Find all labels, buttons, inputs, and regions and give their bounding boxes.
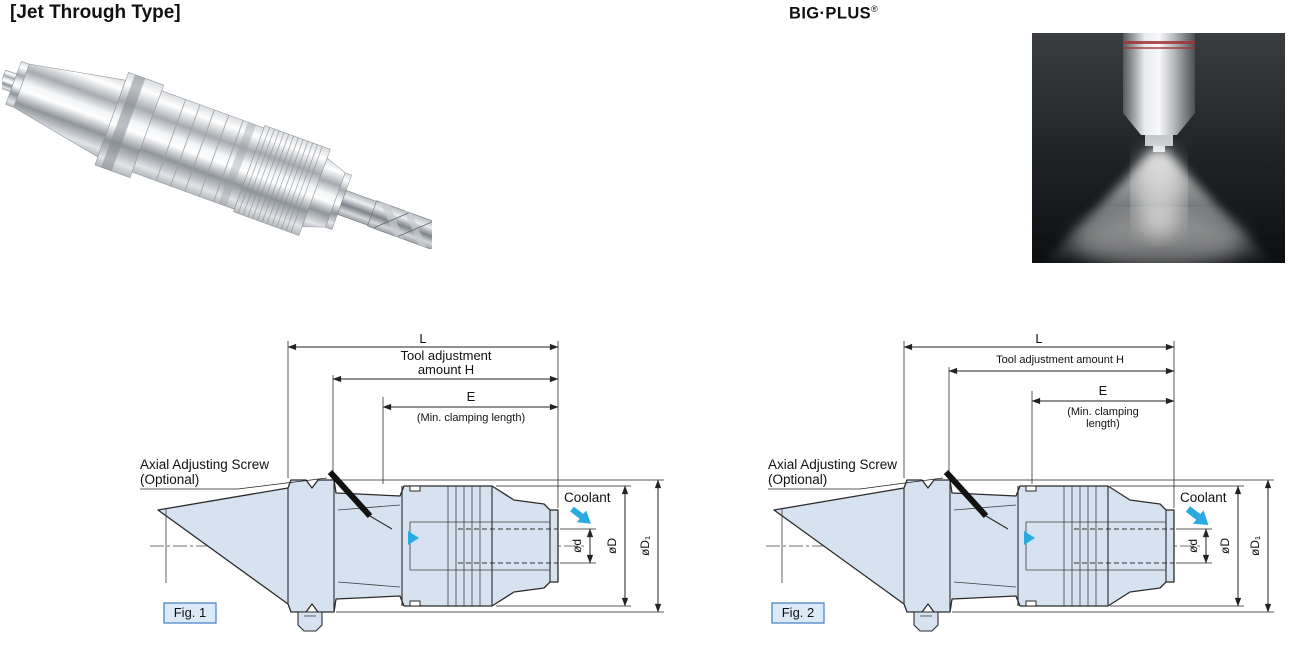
label-dia-D1: øD₁ [638,536,652,556]
label-tool-adjustment-1: Tool adjustment [400,348,491,363]
nut-knurling [237,127,323,233]
label-coolant: Coolant [1180,490,1227,505]
fig1-caption: Fig. 1 [174,605,207,620]
fig1-caption-box [163,602,217,624]
brand-text: BIG·PLUS [789,4,872,23]
label-E: E [467,389,476,404]
fig2-dimension-lines [903,343,1272,613]
fig2-caption: Fig. 2 [782,605,815,620]
label-dia-d: ød [1186,539,1200,553]
label-tool-adjustment-2: amount H [418,362,474,377]
spray-photo-image [1032,33,1285,263]
coolant-spray-photo [1032,33,1285,263]
label-axial-screw-2: (Optional) [768,472,827,487]
holder-photo [2,28,432,285]
spindle [1123,33,1195,152]
brand-logo: BIG·PLUS® [789,4,878,24]
label-coolant: Coolant [564,490,611,505]
fig1-dimension-lines [287,343,662,613]
coolant-arrow [1185,506,1209,526]
label-dia-D: øD [605,538,619,554]
coolant-arrow [570,506,591,524]
label-min-clamping: (Min. clamping length) [417,412,525,424]
fig2-diagram: L Tool adjustment amount H E (Min. clamp… [760,331,1274,637]
axial-screw-leader [140,477,328,490]
label-min-clamping-1: (Min. clamping [1067,406,1139,418]
label-dia-d: ød [570,539,584,553]
registered-mark: ® [871,4,879,14]
body-ring-grooves [155,99,244,202]
label-tool-adjustment: Tool adjustment amount H [996,354,1124,366]
fig1-diagram: L Tool adjustment amount H E (Min. clamp… [140,331,664,637]
label-dia-D: øD [1218,538,1232,554]
milling-chuck [2,60,432,250]
flange-v-groove [101,74,146,172]
spindle-red-ring-2 [1123,47,1195,49]
label-E: E [1099,383,1108,398]
coolant-mist [1046,148,1270,263]
holder-section-drawing [766,472,1202,631]
fig2-caption-box [771,602,825,624]
holder-photo-image [2,60,432,250]
label-axial-screw-1: Axial Adjusting Screw [768,457,897,472]
label-L: L [419,331,426,346]
axial-screw-leader [768,477,944,490]
figure-1: L Tool adjustment amount H E (Min. clamp… [128,330,708,637]
page-title: [Jet Through Type] [10,2,181,23]
label-axial-screw-2: (Optional) [140,472,199,487]
fig2-extension-lines [903,341,1274,613]
figure-2: L Tool adjustment amount H E (Min. clamp… [760,330,1290,637]
body-band [218,122,256,207]
spindle-red-ring [1123,41,1195,44]
flute-spirals [373,201,432,248]
label-dia-D1: øD₁ [1248,536,1262,556]
label-min-clamping-2: length) [1086,418,1120,430]
label-axial-screw-1: Axial Adjusting Screw [140,457,269,472]
nozzle [1145,135,1173,146]
label-L: L [1035,331,1042,346]
